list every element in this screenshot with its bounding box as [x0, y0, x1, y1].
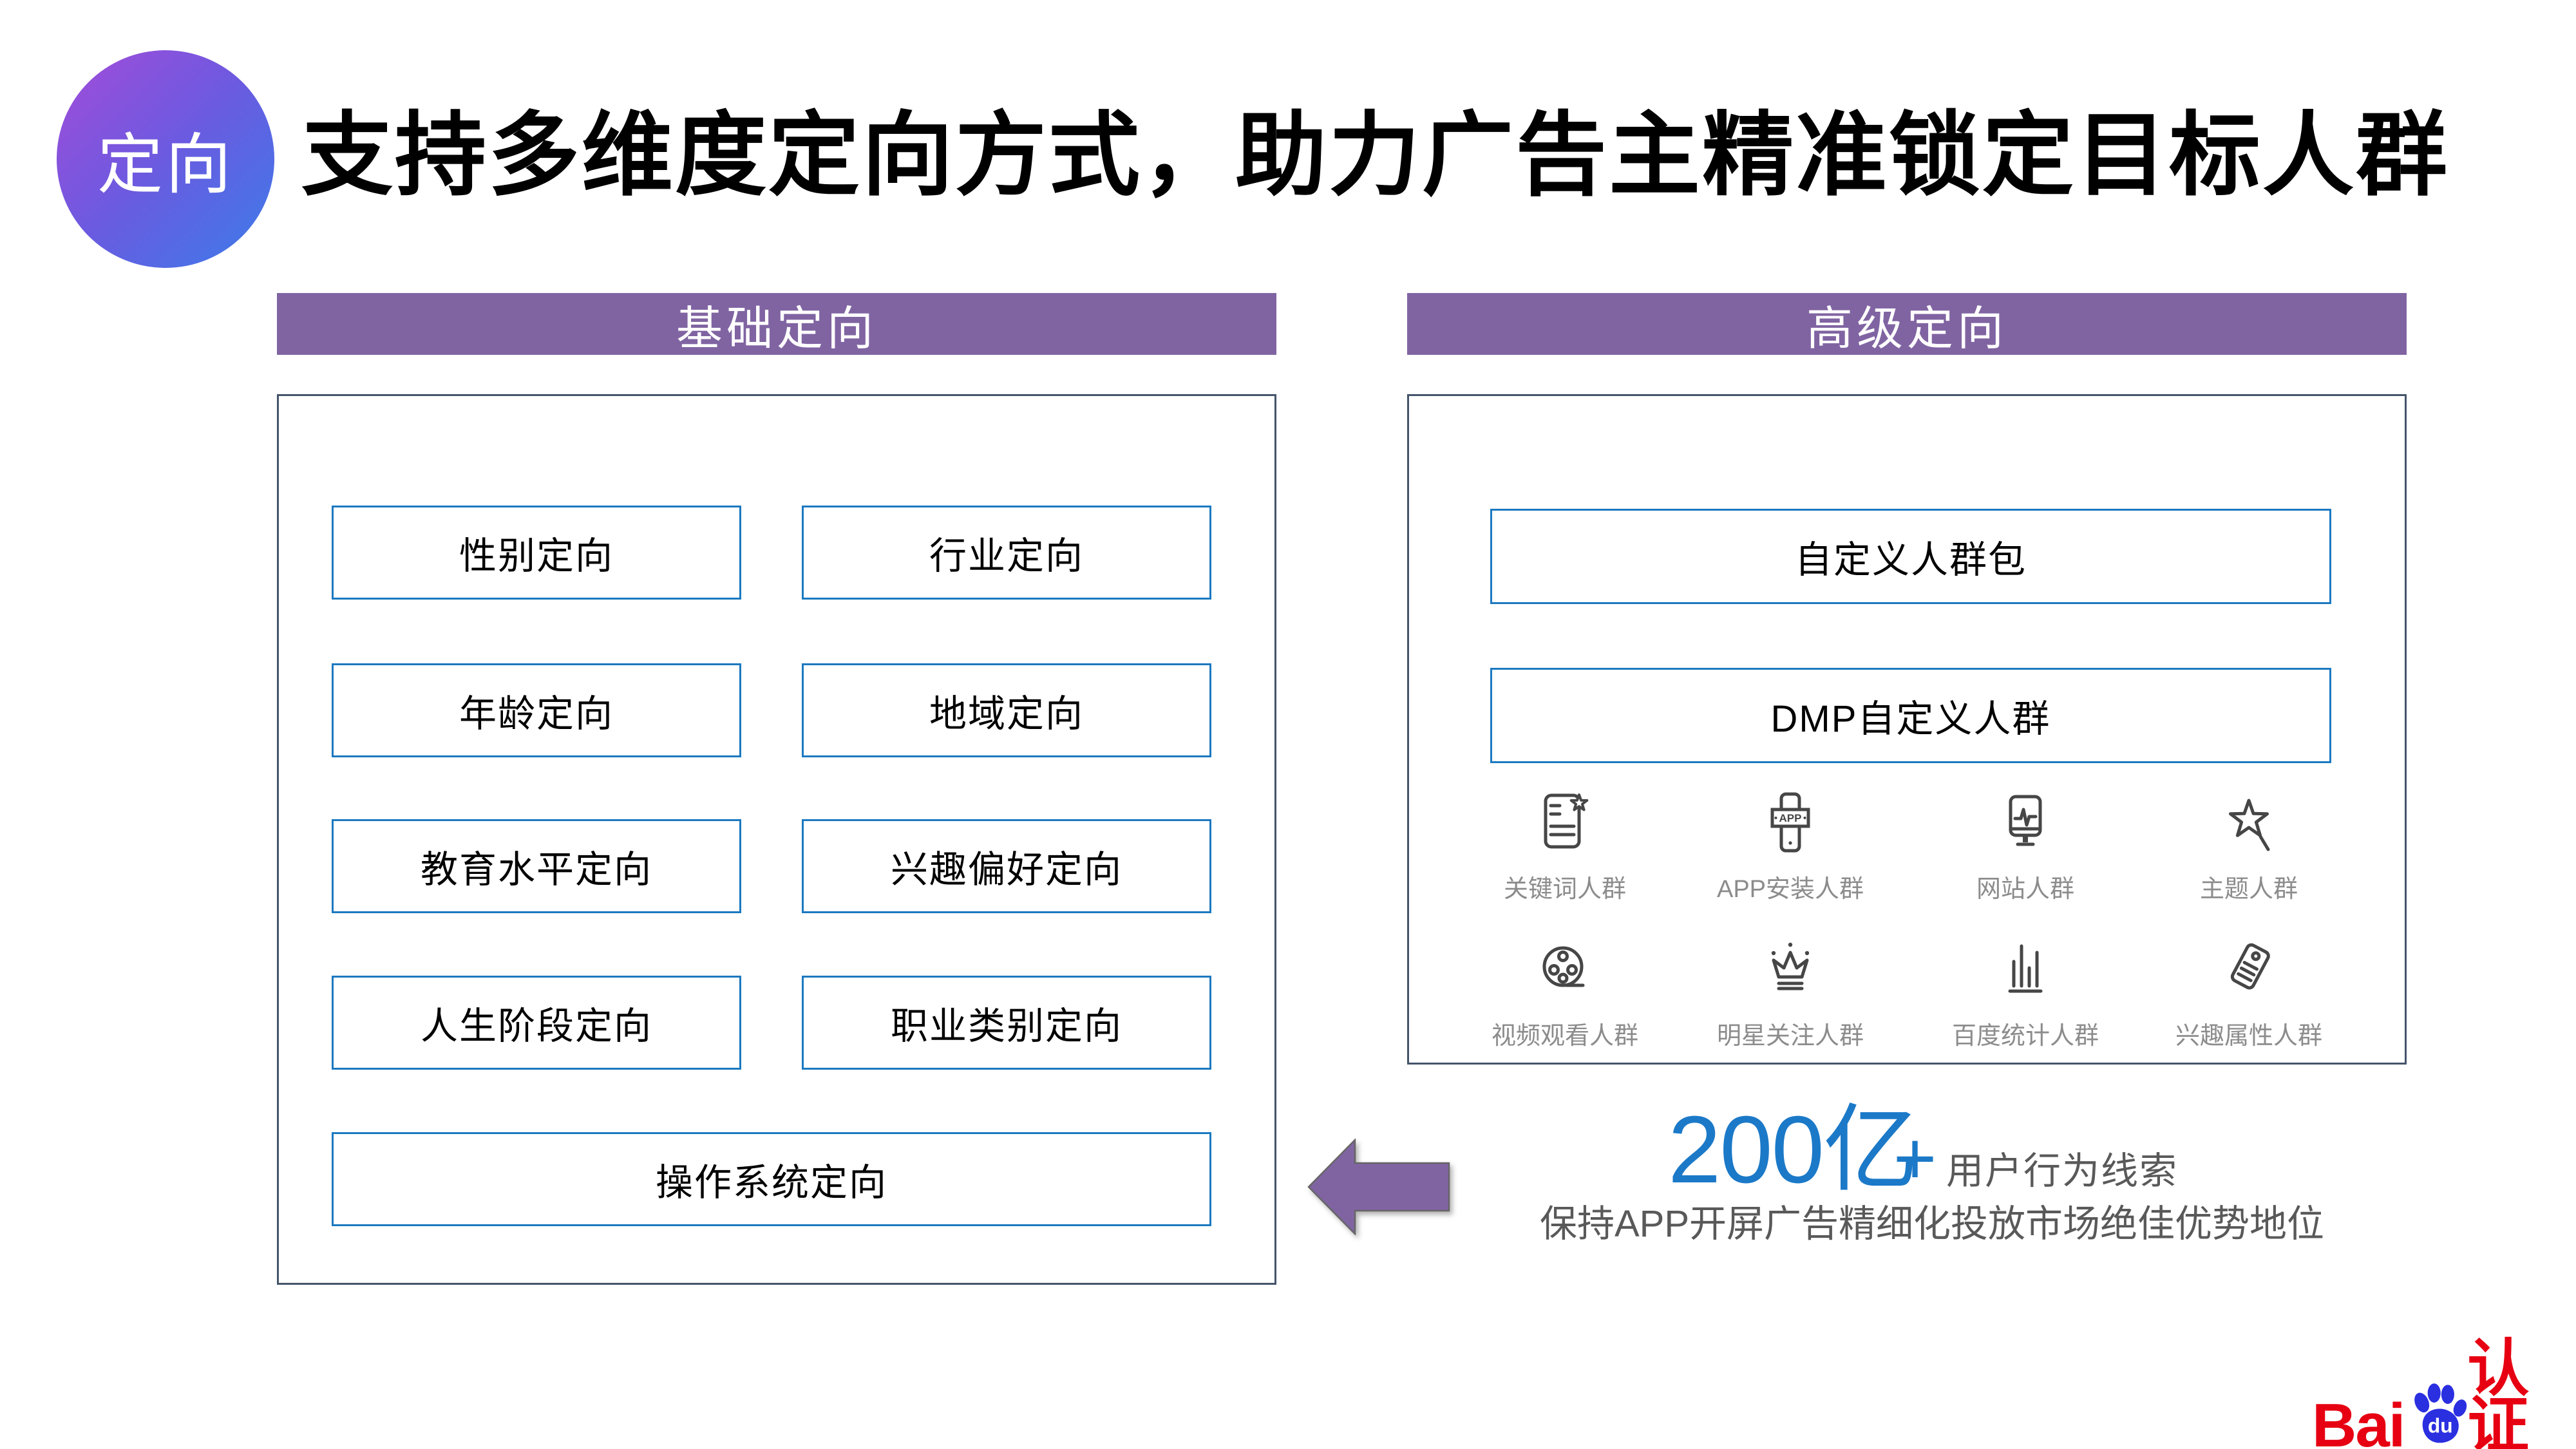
audience-label: 网站人群 — [1976, 876, 2074, 903]
document-star-icon — [1544, 793, 1589, 849]
svg-text:du: du — [2428, 1414, 2453, 1437]
targeting-box-industry: 行业定向 — [802, 506, 1211, 600]
film-reel-icon — [1542, 946, 1585, 987]
audience-cell-video: 视频观看人群 — [1455, 937, 1674, 1051]
left-panel-header-label: 基础定向 — [676, 303, 877, 355]
highlight-suffix: 用户行为线索 — [1946, 1150, 2179, 1192]
targeting-box-os: 操作系统定向 — [332, 1132, 1211, 1226]
audience-cell-website: 网站人群 — [1916, 790, 2135, 904]
targeting-box-custom-audience: 自定义人群包 — [1490, 509, 2331, 604]
targeting-box-age: 年龄定向 — [332, 663, 741, 757]
logo-text-bai: Bai — [2312, 1391, 2405, 1449]
monitor-pulse-icon — [2009, 795, 2042, 846]
phone-app-icon: APP — [1770, 792, 1810, 853]
right-panel-header: 高级定向 — [1407, 293, 2407, 355]
section-badge: 定向 — [57, 50, 274, 268]
targeting-box-education: 教育水平定向 — [332, 819, 741, 913]
page-title: 支持多维度定向方式，助力广告主精准锁定目标人群 — [301, 104, 2449, 207]
baidu-paw-icon: du — [2414, 1383, 2467, 1443]
targeting-box-interest: 兴趣偏好定向 — [802, 819, 1211, 913]
audience-cell-topic: 主题人群 — [2139, 790, 2358, 904]
right-panel-header-label: 高级定向 — [1806, 303, 2007, 355]
crown-icon — [1771, 942, 1810, 990]
audience-label: 视频观看人群 — [1491, 1023, 1638, 1050]
audience-label: 明星关注人群 — [1716, 1023, 1864, 1050]
audience-cell-interest-attr: 兴趣属性人群 — [2139, 937, 2358, 1051]
targeting-box-region: 地域定向 — [802, 663, 1211, 757]
audience-label: 百度统计人群 — [1951, 1023, 2099, 1050]
audience-cell-keyword: 关键词人群 — [1455, 790, 1674, 904]
badge-label: 定向 — [97, 128, 234, 202]
svg-text:APP: APP — [1779, 812, 1802, 824]
targeting-box-occupation: 职业类别定向 — [802, 976, 1211, 1070]
bar-chart-icon — [2008, 944, 2043, 993]
audience-label: APP安装人群 — [1716, 876, 1864, 903]
targeting-box-gender: 性别定向 — [332, 506, 741, 600]
star-pencil-icon — [2229, 799, 2270, 851]
audience-cell-celebrity: 明星关注人群 — [1681, 937, 1900, 1051]
audience-label: 关键词人群 — [1503, 876, 1626, 903]
left-panel-header: 基础定向 — [277, 293, 1276, 355]
baidu-certified-logo: Bai du 认证 — [2312, 1334, 2576, 1449]
price-tag-icon — [2230, 943, 2270, 990]
left-panel: 性别定向 行业定向 年龄定向 地域定向 教育水平定向 兴趣偏好定向 人生阶段定向… — [277, 394, 1276, 1285]
audience-cell-tongji: 百度统计人群 — [1916, 937, 2135, 1051]
targeting-box-dmp-audience: DMP自定义人群 — [1490, 668, 2331, 763]
audience-cell-app-install: APP APP安装人群 — [1681, 790, 1900, 904]
highlight-number: 200亿 — [1668, 1097, 1918, 1203]
left-arrow — [1307, 1137, 1450, 1236]
audience-label: 主题人群 — [2199, 876, 2298, 903]
left-arrow-icon — [1307, 1137, 1450, 1236]
audience-label: 兴趣属性人群 — [2175, 1023, 2322, 1050]
highlight-description: 保持APP开屏广告精细化投放市场绝佳优势地位 — [1539, 1203, 2325, 1245]
logo-text-renzheng: 认证 — [2467, 1334, 2529, 1449]
highlight-plus: + — [1893, 1117, 1937, 1200]
right-panel: 自定义人群包 DMP自定义人群 关键词人群 APP AP — [1407, 394, 2407, 1065]
targeting-box-lifestage: 人生阶段定向 — [332, 976, 741, 1070]
